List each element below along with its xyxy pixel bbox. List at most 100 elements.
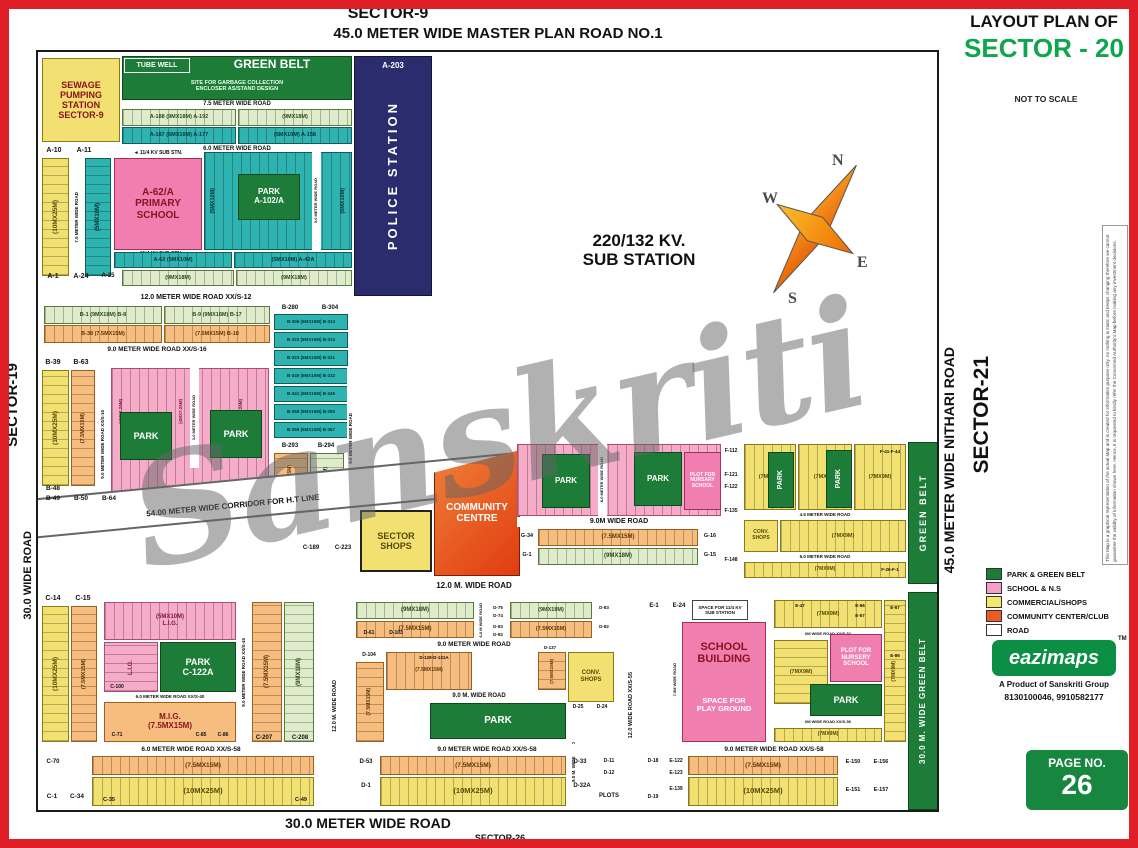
road-6-0-f: 6.0 METER WIDE ROAD bbox=[744, 553, 906, 561]
vcol-d-3: (7.5MX15M) bbox=[538, 652, 566, 690]
row-a-5x10-left: A-187 (5MX10M) A-177 bbox=[122, 127, 236, 144]
road-9-d: 9.0 METER WIDE ROAD bbox=[356, 640, 592, 650]
park-g-2: PARK bbox=[634, 452, 682, 506]
teal-a-label-1: (5MX10M) bbox=[209, 188, 216, 214]
road-9-xxs58-a: 9.0 METER WIDE ROAD XX/S-58 bbox=[354, 744, 620, 755]
plot-e-122: E-122 bbox=[669, 758, 683, 765]
right-sector-label: SECTOR-21 bbox=[970, 356, 993, 474]
left-road-label: 30.0 WIDE ROAD bbox=[21, 530, 34, 620]
plot-b-294: B-294 bbox=[317, 443, 335, 450]
left-sector-label: SECTOR-19 bbox=[3, 363, 21, 447]
substation-text: 220/132 KV. SUB STATION bbox=[582, 230, 696, 269]
top-road-label: 45.0 METER WIDE MASTER PLAN ROAD NO.1 bbox=[333, 25, 663, 42]
road-6-xxs58: 6.0 METER WIDE ROAD XX/S-58 bbox=[40, 744, 342, 755]
plot-c-71: C-71 bbox=[111, 732, 123, 739]
legend-item: COMMUNITY CENTER/CLUB bbox=[986, 610, 1109, 622]
plot-d-53: D-53 bbox=[359, 759, 373, 766]
f-block-3: (7MX9M) bbox=[854, 444, 906, 510]
green-belt-subtext: SITE FOR GARBAGE COLLECTION ENCLOSER AS/… bbox=[190, 79, 284, 92]
plot-d-128: D-128-D-131A bbox=[419, 654, 449, 660]
vroad-9m-v: 9.0 M. WIDE ROAD bbox=[568, 714, 580, 810]
plot-b-49: B-49 bbox=[45, 494, 61, 502]
plot-b-280: B-280 bbox=[281, 305, 299, 312]
lig-left: L.I.G. bbox=[104, 642, 158, 692]
plot-b-64: B-64 bbox=[101, 494, 117, 502]
page-title-line1: LAYOUT PLAN OF bbox=[970, 12, 1118, 31]
row-e-bot-7x15: (7.5MX15M) bbox=[688, 756, 838, 775]
plot-e-150: E-150 bbox=[845, 759, 861, 766]
vcol-c-7x15: (7.5MX15M) bbox=[252, 602, 282, 742]
row-c-bot-10x25: (10MX25M) bbox=[92, 777, 314, 806]
legend-item: ROAD bbox=[986, 624, 1109, 636]
col-b39-10x25: (10MX25M) bbox=[42, 370, 69, 486]
plot-f-121: F-121 bbox=[724, 472, 738, 479]
plot-g-34: G-34 bbox=[520, 533, 534, 540]
plot-c-49: C-49 bbox=[295, 796, 307, 803]
plot-c-189: C-189 bbox=[302, 545, 320, 552]
lig-top: (5MX10M) L.I.G. bbox=[104, 602, 236, 640]
disclaimer-box: This Map is a graphical representation o… bbox=[1102, 225, 1128, 565]
f-block-4: (7MX9M) bbox=[780, 520, 906, 552]
compass-west-label: W bbox=[762, 190, 778, 207]
row-d-9x18-b: (9MX18M) bbox=[510, 602, 592, 619]
road-6m-e1: 6M WIDE ROAD XX/S-52 bbox=[774, 630, 882, 638]
conv-shops-f: CONV. SHOPS bbox=[744, 520, 778, 552]
compass-east-label: E bbox=[857, 254, 868, 271]
plot-e-47: E-47 bbox=[795, 603, 805, 609]
sector-shops: SECTOR SHOPS bbox=[360, 510, 432, 572]
row-c-bot-7x15: (7.5MX15M) bbox=[92, 756, 314, 775]
plot-c-14: C-14 bbox=[45, 595, 61, 603]
plot-c-35: C-35 bbox=[103, 796, 115, 803]
vroad-9-xxs46: 9.0 METER WIDE ROAD XX/S-46 bbox=[238, 602, 250, 742]
road-6-0-top: 6.0 METER WIDE ROAD bbox=[122, 145, 352, 154]
substation-11kv-box: SPACE FOR 11/4 KV SUB STATION bbox=[692, 600, 748, 620]
plot-b-50: B-50 bbox=[73, 494, 89, 502]
vroad-7-5-e: 7.5M WIDE ROAD bbox=[670, 618, 680, 742]
row-b-9x18-right: B-9 (9MX18M) B-17 bbox=[164, 306, 270, 324]
bottom-road-label: 30.0 METER WIDE ROAD bbox=[285, 815, 451, 831]
logo-tagline: A Product of Sanskriti Group bbox=[999, 680, 1109, 689]
plot-d-74: D-74 bbox=[493, 613, 503, 619]
legend-swatch bbox=[986, 582, 1002, 594]
row-a-9x18-bot-right: (9MX18M) bbox=[236, 270, 352, 286]
mig-block: M.I.G. (7.5MX15M) bbox=[104, 702, 236, 742]
plot-d-83: D-83 bbox=[599, 605, 609, 611]
plot-e-151: E-151 bbox=[845, 787, 861, 794]
legend-label: COMMUNITY CENTER/CLUB bbox=[1007, 611, 1109, 621]
sewage-pumping-station: SEWAGE PUMPING STATION SECTOR-9 bbox=[42, 58, 120, 142]
plot-c-15: C-15 bbox=[75, 595, 91, 603]
plot-e-139: E-139 bbox=[669, 786, 683, 793]
plot-d-18: D-18 bbox=[647, 758, 659, 765]
vroad-9-b-right: 9.0 METER WIDE ROAD bbox=[347, 368, 355, 508]
legend-swatch bbox=[986, 624, 1002, 636]
park-b-2: PARK bbox=[210, 410, 262, 458]
plot-c-34: C-34 bbox=[69, 792, 85, 800]
plot-f-122: F-122 bbox=[724, 484, 738, 491]
legend-swatch bbox=[986, 596, 1002, 608]
row-d-7x15-b: (7.5MX15M) bbox=[510, 621, 592, 638]
plot-f-112: F-112 bbox=[724, 448, 738, 455]
trademark-label: TM bbox=[1118, 636, 1127, 642]
substn-note-top: ◄ 11/4 KV SUB STN. bbox=[133, 150, 183, 157]
plot-e-1: E-1 bbox=[649, 603, 659, 610]
row-bt-2: B-322 (5MX10M) B-313 bbox=[274, 332, 348, 348]
row-bt-1: B-305 (5MX10M) B-314 bbox=[274, 314, 348, 330]
road-6-xxs40: 6.0 METER WIDE ROAD XX/S-40 bbox=[104, 693, 236, 701]
e-block-4: (7MX9M) bbox=[884, 600, 906, 742]
plot-d-103: D-103 bbox=[389, 630, 403, 637]
park-c122a: PARK C-122A bbox=[160, 642, 236, 692]
vroad-6-g: 6.0 METER WIDE ROAD bbox=[598, 444, 607, 516]
plot-e-157: E-157 bbox=[873, 787, 889, 794]
road-12-xxs12: 12.0 METER WIDE ROAD XX/S-12 bbox=[40, 292, 352, 303]
legend-swatch bbox=[986, 610, 1002, 622]
plot-c-1: C-1 bbox=[46, 792, 58, 800]
row-d-9x18-a: (9MX18M) bbox=[356, 602, 474, 619]
road-9m-g: 9.0M WIDE ROAD bbox=[517, 517, 721, 527]
plot-d-104: D-104 bbox=[362, 652, 376, 659]
row-b-9x18-left: B-1 (9MX18M) B-8 bbox=[44, 306, 162, 324]
row-a-9x18-left: A-188 (9MX18M) A-192 bbox=[122, 109, 236, 126]
legend-item: COMMERCIAL/SHOPS bbox=[986, 596, 1109, 608]
park-f-2: PARK bbox=[826, 450, 852, 508]
top-sector-label: SECTOR-9 bbox=[347, 5, 429, 22]
